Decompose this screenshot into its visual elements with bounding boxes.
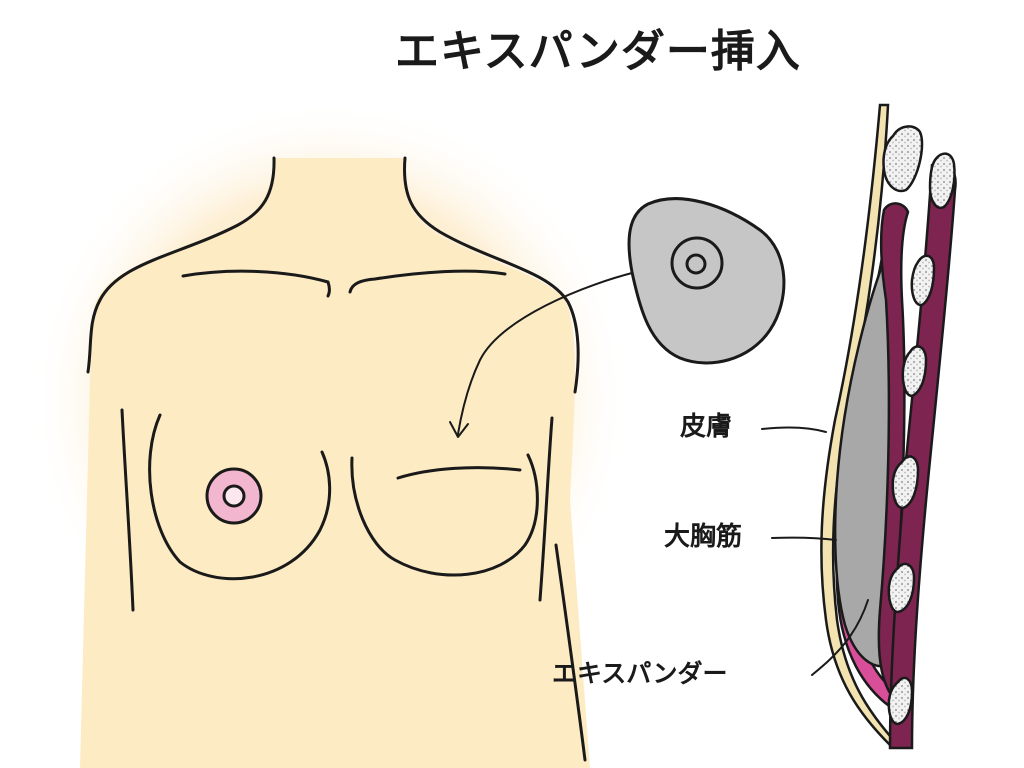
expander-body (629, 199, 784, 363)
leader-line-skin (762, 428, 826, 432)
label-pectoralis-major: 大胸筋 (664, 519, 742, 555)
rib-1 (883, 126, 922, 191)
tissue-expander-top-view (629, 199, 784, 363)
nipple-areola (207, 469, 261, 523)
label-expander: エキスパンダー (552, 656, 728, 692)
label-skin: 皮膚 (680, 409, 732, 445)
chest-wall-cross-section (762, 105, 956, 748)
page-title: エキスパンダー挿入 (395, 22, 865, 82)
